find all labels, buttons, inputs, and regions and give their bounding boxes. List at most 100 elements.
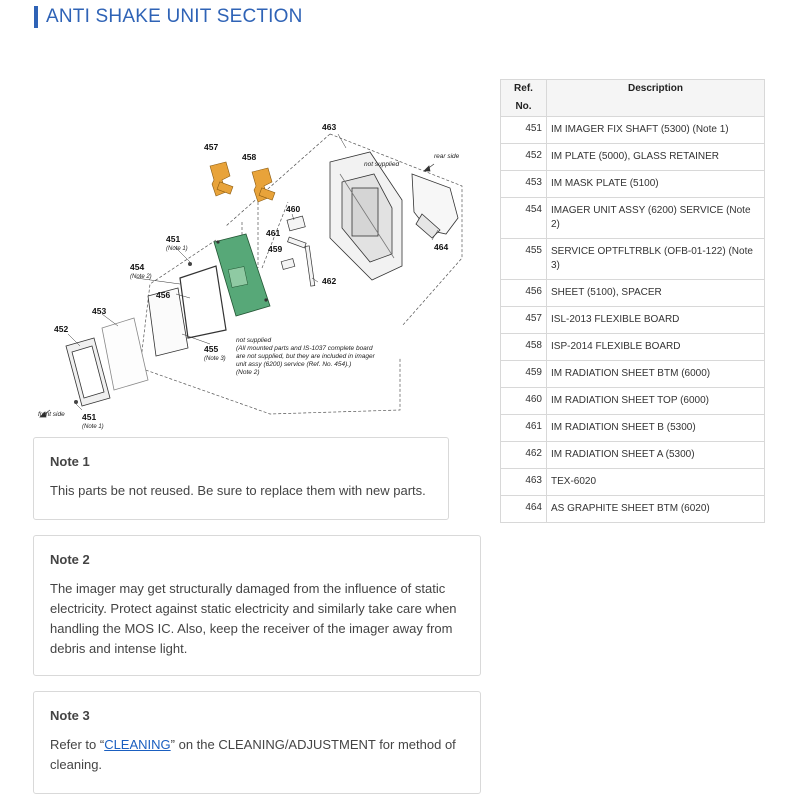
label-464: 464 xyxy=(434,242,448,252)
note-3-text: Refer to “CLEANING” on the CLEANING/ADJU… xyxy=(50,735,464,775)
part-454-imager-board xyxy=(213,233,271,317)
part-451-screws xyxy=(74,262,192,404)
leader-lines xyxy=(67,133,439,411)
rear-side-text: rear side xyxy=(434,153,460,160)
cell-desc: IM RADIATION SHEET BTM (6000) xyxy=(546,360,765,388)
cell-ref: 460 xyxy=(500,387,547,415)
cell-ref: 462 xyxy=(500,441,547,469)
cell-desc: SERVICE OPTFLTRBLK (OFB-01-122) (Note 3) xyxy=(546,238,765,280)
cell-ref: 453 xyxy=(500,170,547,198)
label-461: 461 xyxy=(266,228,280,238)
label-451-bottom: 451 xyxy=(82,412,96,422)
not-supplied-top-text: not supplied xyxy=(364,161,399,168)
cell-ref: 456 xyxy=(500,279,547,307)
note-1-title: Note 1 xyxy=(50,454,90,469)
table-header-row: Ref. No. Description xyxy=(500,79,765,117)
svg-text:not supplied: not supplied xyxy=(236,337,271,344)
part-461-sheet xyxy=(287,236,307,249)
note-1-box: Note 1 This parts be not reused. Be sure… xyxy=(33,437,449,520)
label-454-note: (Note 2) xyxy=(130,274,152,280)
label-451-top-note: (Note 1) xyxy=(166,246,188,252)
label-463: 463 xyxy=(322,122,336,132)
part-459-sheet xyxy=(280,258,296,270)
part-452-plate xyxy=(65,337,111,407)
cell-desc: SHEET (5100), SPACER xyxy=(546,279,765,307)
label-455: 455 xyxy=(204,344,218,354)
note-3-title: Note 3 xyxy=(50,708,90,723)
cell-ref: 455 xyxy=(500,238,547,280)
cell-desc: IM RADIATION SHEET TOP (6000) xyxy=(546,387,765,415)
cell-ref: 457 xyxy=(500,306,547,334)
label-455-note: (Note 3) xyxy=(204,356,226,362)
cleaning-link[interactable]: CLEANING xyxy=(104,737,171,752)
part-462-strip xyxy=(304,245,316,287)
part-464-graphite-sheet xyxy=(411,173,459,239)
header-description: Description xyxy=(546,79,765,117)
cell-ref: 463 xyxy=(500,468,547,496)
diagram-svg: 463 457 458 460 461 459 462 464 451 (Not… xyxy=(38,122,463,430)
cell-desc: IM IMAGER FIX SHAFT (5300) (Note 1) xyxy=(546,116,765,144)
note-2-box: Note 2 The imager may get structurally d… xyxy=(33,535,481,676)
label-460: 460 xyxy=(286,204,300,214)
label-459: 459 xyxy=(268,244,282,254)
label-456: 456 xyxy=(156,290,170,300)
part-455-filter xyxy=(147,287,189,357)
label-454: 454 xyxy=(130,262,144,272)
cell-ref: 452 xyxy=(500,143,547,171)
cell-desc: IM PLATE (5000), GLASS RETAINER xyxy=(546,143,765,171)
svg-text:(All mounted parts and IS-1037: (All mounted parts and IS-1037 complete … xyxy=(236,345,373,352)
svg-text:unit assy (6200) service (Ref.: unit assy (6200) service (Ref. No. 454).… xyxy=(236,361,351,368)
part-458-flex-board xyxy=(251,167,276,203)
cell-ref: 454 xyxy=(500,197,547,239)
cell-ref: 458 xyxy=(500,333,547,361)
note-3-prefix: Refer to “ xyxy=(50,737,105,752)
part-456-spacer xyxy=(179,265,227,339)
label-451-top: 451 xyxy=(166,234,180,244)
cell-ref: 459 xyxy=(500,360,547,388)
not-supplied-note: not supplied (All mounted parts and IS-1… xyxy=(236,337,376,376)
front-side-text: front side xyxy=(38,411,65,418)
note-1-text: This parts be not reused. Be sure to rep… xyxy=(50,483,426,498)
note-3-suffix: ” on the CLEANING/ADJUSTMENT for method … xyxy=(50,737,456,772)
note-3-box: Note 3 Refer to “CLEANING” on the CLEANI… xyxy=(33,691,481,794)
cell-desc: IM RADIATION SHEET A (5300) xyxy=(546,441,765,469)
label-457: 457 xyxy=(204,142,218,152)
label-458: 458 xyxy=(242,152,256,162)
side-arrows xyxy=(39,163,435,418)
note-2-title: Note 2 xyxy=(50,552,90,567)
part-453-mask-plate xyxy=(101,317,149,391)
label-462: 462 xyxy=(322,276,336,286)
cell-desc: ISP-2014 FLEXIBLE BOARD xyxy=(546,333,765,361)
part-460-sheet xyxy=(286,215,306,232)
label-453: 453 xyxy=(92,306,106,316)
cell-ref: 464 xyxy=(500,495,547,523)
header-ref-no: Ref. No. xyxy=(500,79,547,117)
page-title: ANTI SHAKE UNIT SECTION xyxy=(46,6,303,27)
cell-desc: AS GRAPHITE SHEET BTM (6020) xyxy=(546,495,765,523)
cell-ref: 451 xyxy=(500,116,547,144)
cell-desc: ISL-2013 FLEXIBLE BOARD xyxy=(546,306,765,334)
part-463-frame xyxy=(329,151,403,281)
cell-desc: TEX-6020 xyxy=(546,468,765,496)
exploded-parts-diagram: 463 457 458 460 461 459 462 464 451 (Not… xyxy=(30,118,490,436)
label-451-bottom-note: (Note 1) xyxy=(82,424,104,430)
note-2-text: The imager may get structurally damaged … xyxy=(50,581,457,656)
cell-desc: IM RADIATION SHEET B (5300) xyxy=(546,414,765,442)
cell-desc: IM MASK PLATE (5100) xyxy=(546,170,765,198)
page-title-bar: ANTI SHAKE UNIT SECTION xyxy=(34,6,303,28)
